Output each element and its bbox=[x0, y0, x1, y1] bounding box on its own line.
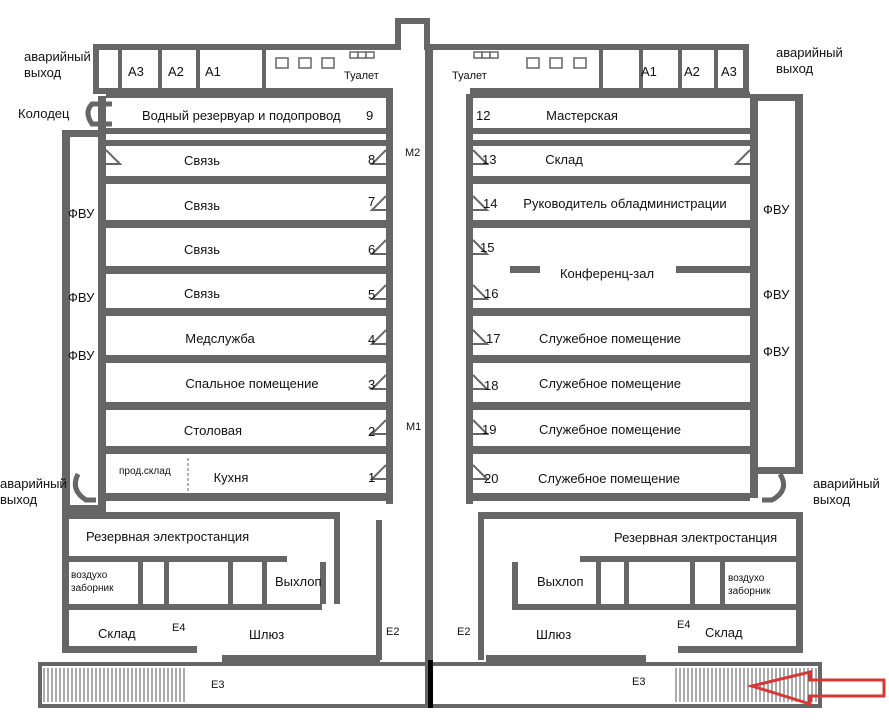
room-number: 17 bbox=[486, 331, 501, 346]
fvu-label: ФВУ bbox=[68, 290, 95, 305]
zone-a2-label: А2 bbox=[168, 64, 184, 79]
room-number: 8 bbox=[368, 152, 376, 167]
room-number: 5 bbox=[368, 287, 376, 302]
store-label: Склад bbox=[705, 625, 743, 640]
room-number: 14 bbox=[483, 196, 498, 211]
stair-m1-label: М1 bbox=[406, 421, 422, 433]
room-number: 3 bbox=[368, 377, 376, 392]
toilet-label: Туалет bbox=[452, 70, 487, 82]
emergency-exit-label: аварийный выход bbox=[813, 476, 880, 508]
zone-e2-label: Е2 bbox=[457, 626, 471, 638]
room-name: Медслужба bbox=[185, 331, 255, 346]
entrance-arrow bbox=[746, 670, 886, 707]
room-name: Конференц-зал bbox=[559, 266, 655, 281]
zone-a3-label: А3 bbox=[128, 64, 144, 79]
well-label: Колодец bbox=[18, 106, 70, 121]
zone-e4-label: Е4 bbox=[172, 622, 186, 634]
room-number: 18 bbox=[484, 378, 499, 393]
room-number: 16 bbox=[484, 286, 499, 301]
tunnel-hatching bbox=[43, 668, 817, 702]
room-name: Руководитель обладминистрации bbox=[523, 196, 727, 211]
zone-a2-label: А2 bbox=[684, 64, 700, 79]
door-swings bbox=[105, 149, 751, 480]
air-intake-label: воздухо заборник bbox=[728, 573, 771, 597]
food-storage-label: прод.склад bbox=[119, 466, 171, 477]
room-number: 7 bbox=[368, 194, 376, 209]
zone-e2-label: Е2 bbox=[386, 626, 400, 638]
room-number: 12 bbox=[476, 108, 491, 123]
emergency-exit-label: аварийный выход bbox=[0, 476, 67, 508]
zone-a1-label: А1 bbox=[641, 64, 657, 79]
air-intake-label: воздухо заборник bbox=[71, 570, 114, 594]
power-station-label: Резервная электростанция bbox=[86, 529, 250, 544]
room-number: 15 bbox=[480, 240, 495, 255]
zone-e3-label: Е3 bbox=[632, 676, 646, 688]
room-name: Спальное помещение bbox=[185, 376, 319, 391]
room-name: Служебное помещение bbox=[539, 422, 681, 437]
room-name: Столовая bbox=[183, 423, 243, 438]
toilet-icons bbox=[275, 51, 587, 69]
room-number: 4 bbox=[368, 332, 376, 347]
walls bbox=[38, 18, 822, 708]
room-number: 6 bbox=[368, 242, 376, 257]
zone-a3-label: А3 bbox=[721, 64, 737, 79]
fixtures bbox=[72, 101, 787, 503]
room-number: 13 bbox=[482, 152, 497, 167]
room-name: Служебное помещение bbox=[539, 376, 681, 391]
room-name: Служебное помещение bbox=[539, 331, 681, 346]
fvu-label: ФВУ bbox=[68, 206, 95, 221]
room-name: Склад bbox=[545, 152, 583, 167]
tunnel-divider bbox=[428, 660, 433, 708]
toilet-label: Туалет bbox=[344, 70, 379, 82]
room-name: Водный резервуар и подопровод bbox=[142, 108, 341, 123]
exhaust-label: Выхлоп bbox=[537, 574, 584, 589]
emergency-exit-label: аварийный выход bbox=[24, 49, 91, 81]
fvu-label: ФВУ bbox=[763, 202, 790, 217]
exhaust-label: Выхлоп bbox=[275, 574, 322, 589]
zone-e3-label: Е3 bbox=[211, 679, 225, 691]
room-name: Кухня bbox=[213, 470, 249, 485]
room-name: Служебное помещение bbox=[538, 471, 680, 486]
room-name: Мастерская bbox=[546, 108, 618, 123]
emergency-exit-label: аварийный выход bbox=[776, 45, 843, 77]
airlock-label: Шлюз bbox=[249, 627, 285, 642]
room-number: 9 bbox=[366, 108, 374, 123]
stair-m2-label: М2 bbox=[405, 147, 421, 159]
power-station-label: Резервная электростанция bbox=[614, 530, 778, 545]
fvu-label: ФВУ bbox=[763, 287, 790, 302]
room-number: 1 bbox=[368, 470, 376, 485]
zone-a1-label: А1 bbox=[205, 64, 221, 79]
room-name: Связь bbox=[184, 242, 220, 257]
room-name: Связь bbox=[184, 198, 220, 213]
store-label: Склад bbox=[98, 626, 136, 641]
room-name: Связь bbox=[184, 286, 220, 301]
fvu-label: ФВУ bbox=[763, 344, 790, 359]
zone-e4-label: Е4 bbox=[677, 619, 691, 631]
fvu-label: ФВУ bbox=[68, 348, 95, 363]
room-number: 19 bbox=[482, 422, 497, 437]
room-number: 2 bbox=[368, 424, 376, 439]
room-name: Связь bbox=[184, 153, 220, 168]
airlock-label: Шлюз bbox=[536, 627, 572, 642]
room-number: 20 bbox=[484, 471, 499, 486]
